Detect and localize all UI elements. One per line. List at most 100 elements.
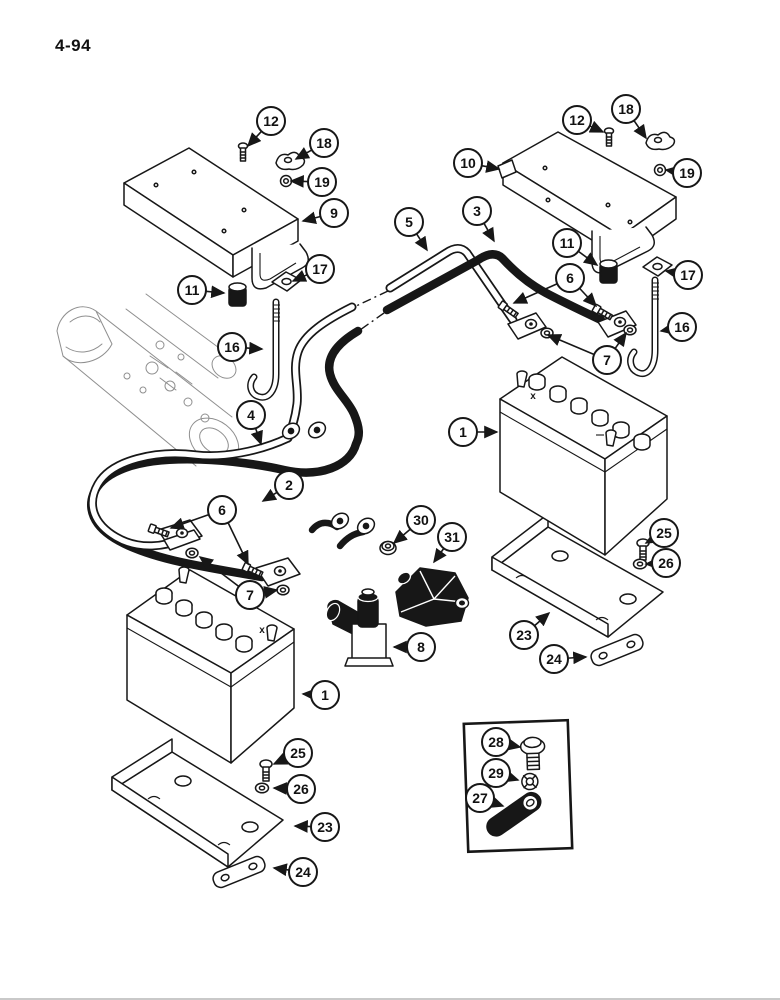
callout-4: 4 <box>236 400 266 446</box>
callout-circle <box>207 495 237 525</box>
battery-right: x <box>499 356 668 556</box>
callout-circle <box>649 518 679 548</box>
callout-circle <box>319 198 349 228</box>
terminal-boot-31 <box>395 567 470 627</box>
flange-nut-30 <box>379 540 397 556</box>
callout-16: 16 <box>659 312 697 342</box>
callout-circle <box>256 106 286 136</box>
callout-leader <box>659 322 675 335</box>
callout-circle <box>307 167 337 197</box>
svg-text:x: x <box>530 391 536 402</box>
callout-26: 26 <box>644 548 681 578</box>
callout-circle <box>453 148 483 178</box>
callout-number: 26 <box>293 781 309 797</box>
callout-11: 11 <box>177 275 226 305</box>
callout-circle <box>672 158 702 188</box>
battery-left: x <box>126 566 295 764</box>
callout-number: 5 <box>405 214 413 230</box>
callout-7: 7 <box>546 331 627 375</box>
callout-number: 4 <box>247 407 255 423</box>
callout-16: 16 <box>217 332 264 362</box>
callout-leader <box>294 147 313 160</box>
clamp-bolt-6 <box>147 300 614 578</box>
callout-number: 31 <box>444 529 460 545</box>
callout-number: 12 <box>263 113 279 129</box>
callout-leader <box>414 233 428 252</box>
callout-number: 16 <box>224 339 240 355</box>
callout-circle <box>667 312 697 342</box>
cover-tab <box>497 159 517 179</box>
terminal-cap-11 <box>228 259 618 307</box>
callout-number: 17 <box>312 261 328 277</box>
callout-number: 7 <box>246 587 254 603</box>
cable-5-positive <box>385 244 518 325</box>
callout-leader <box>301 211 321 224</box>
callout-circle <box>217 332 247 362</box>
callout-25: 25 <box>644 518 679 548</box>
callout-7: 7 <box>198 556 279 610</box>
callout-leader <box>250 427 263 446</box>
callout-leader <box>482 222 495 243</box>
callout-31: 31 <box>433 522 467 564</box>
callout-number: 24 <box>295 864 311 880</box>
callout-leader <box>644 531 661 544</box>
washer-19 <box>279 163 667 188</box>
callout-number: 11 <box>185 282 200 298</box>
callout-circle <box>288 857 318 887</box>
callout-8: 8 <box>392 632 436 662</box>
callout-23: 23 <box>509 611 551 650</box>
callout-circle <box>481 727 511 757</box>
callout-number: 7 <box>603 352 611 368</box>
callout-leader <box>481 160 501 173</box>
cable-3-ground <box>382 250 606 325</box>
terminal-clamp-b <box>597 310 637 338</box>
callout-24: 24 <box>272 857 318 887</box>
callout-circle <box>462 196 492 226</box>
callout-circle <box>310 680 340 710</box>
terminal-adapter-8 <box>325 588 394 667</box>
j-bolt-16 <box>247 276 659 401</box>
terminal-clamp-d <box>255 557 301 587</box>
callout-number: 18 <box>618 101 634 117</box>
callout-number: 25 <box>656 525 672 541</box>
callout-26: 26 <box>272 774 316 804</box>
callout-circle <box>310 812 340 842</box>
callout-circle <box>235 580 265 610</box>
callout-number: 18 <box>316 135 332 151</box>
callout-circle <box>274 470 304 500</box>
callout-leader <box>533 611 551 627</box>
callout-24: 24 <box>539 644 588 674</box>
callout-6: 6 <box>169 495 249 566</box>
callout-leader <box>577 250 599 266</box>
callout-circle <box>555 263 585 293</box>
callout-number: 9 <box>330 205 338 221</box>
callout-circle <box>177 275 207 305</box>
terminal-clamp-a <box>507 312 547 340</box>
callout-number: 6 <box>218 502 226 518</box>
cable-lug <box>281 421 376 535</box>
callout-number: 24 <box>546 651 562 667</box>
callout-circle <box>673 260 703 290</box>
bolt-28 <box>519 736 546 771</box>
callout-leader <box>503 770 520 783</box>
callout-number: 8 <box>417 639 425 655</box>
callout-leader <box>506 738 522 751</box>
callout-19: 19 <box>664 158 702 188</box>
callout-29: 29 <box>481 758 520 788</box>
callout-circle <box>562 105 592 135</box>
callout-circle <box>406 505 436 535</box>
callout-circle <box>611 94 641 124</box>
battery-cover-left <box>123 147 309 290</box>
callout-17: 17 <box>664 260 703 290</box>
callout-leader <box>578 287 598 308</box>
callout-number: 3 <box>473 203 481 219</box>
callout-number: 19 <box>679 165 695 181</box>
callout-25: 25 <box>272 738 313 768</box>
callout-number: 1 <box>321 687 329 703</box>
battery-tray-right <box>491 513 664 638</box>
callout-leader <box>293 820 312 833</box>
callout-leader <box>272 863 290 877</box>
cable-4-starter <box>87 433 293 551</box>
callout-circle <box>309 128 339 158</box>
